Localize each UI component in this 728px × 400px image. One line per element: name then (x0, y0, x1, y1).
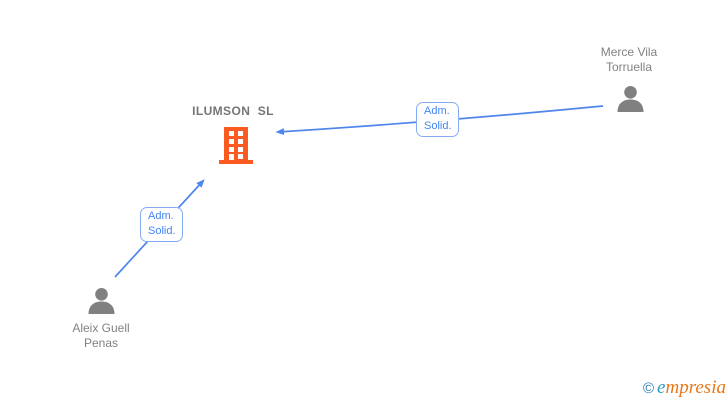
empresia-logo[interactable]: © empresia (643, 378, 726, 397)
person-name-aleix-guell-penas[interactable]: Aleix Guell Penas (40, 321, 162, 351)
edge-label-line1: Adm. (148, 210, 174, 222)
copyright-icon: © (642, 380, 655, 397)
person-name-line1: Merce Vila (600, 45, 658, 59)
brand-rest: mpresia (665, 377, 726, 398)
edge-label-line2: Solid. (148, 225, 176, 237)
company-name[interactable]: ILUMSON SL (192, 104, 274, 118)
person-name-line2: Torruella (605, 60, 653, 74)
person-name-merce-vila-torruella[interactable]: Merce Vila Torruella (568, 45, 690, 75)
brand-letter-e: e (657, 377, 666, 398)
edge-label-adm-solid-aleix: Adm. Solid. (140, 207, 183, 242)
building-icon[interactable] (218, 127, 254, 164)
person-icon-merce[interactable] (615, 86, 646, 112)
person-name-line2: Penas (83, 336, 119, 350)
person-icon-aleix[interactable] (86, 288, 117, 314)
edge-label-line1: Adm. (424, 105, 450, 117)
edge-label-adm-solid-merce: Adm. Solid. (416, 102, 459, 137)
edge-label-line2: Solid. (424, 120, 452, 132)
person-name-line1: Aleix Guell (72, 321, 130, 335)
brand-wordmark: empresia (657, 378, 726, 397)
